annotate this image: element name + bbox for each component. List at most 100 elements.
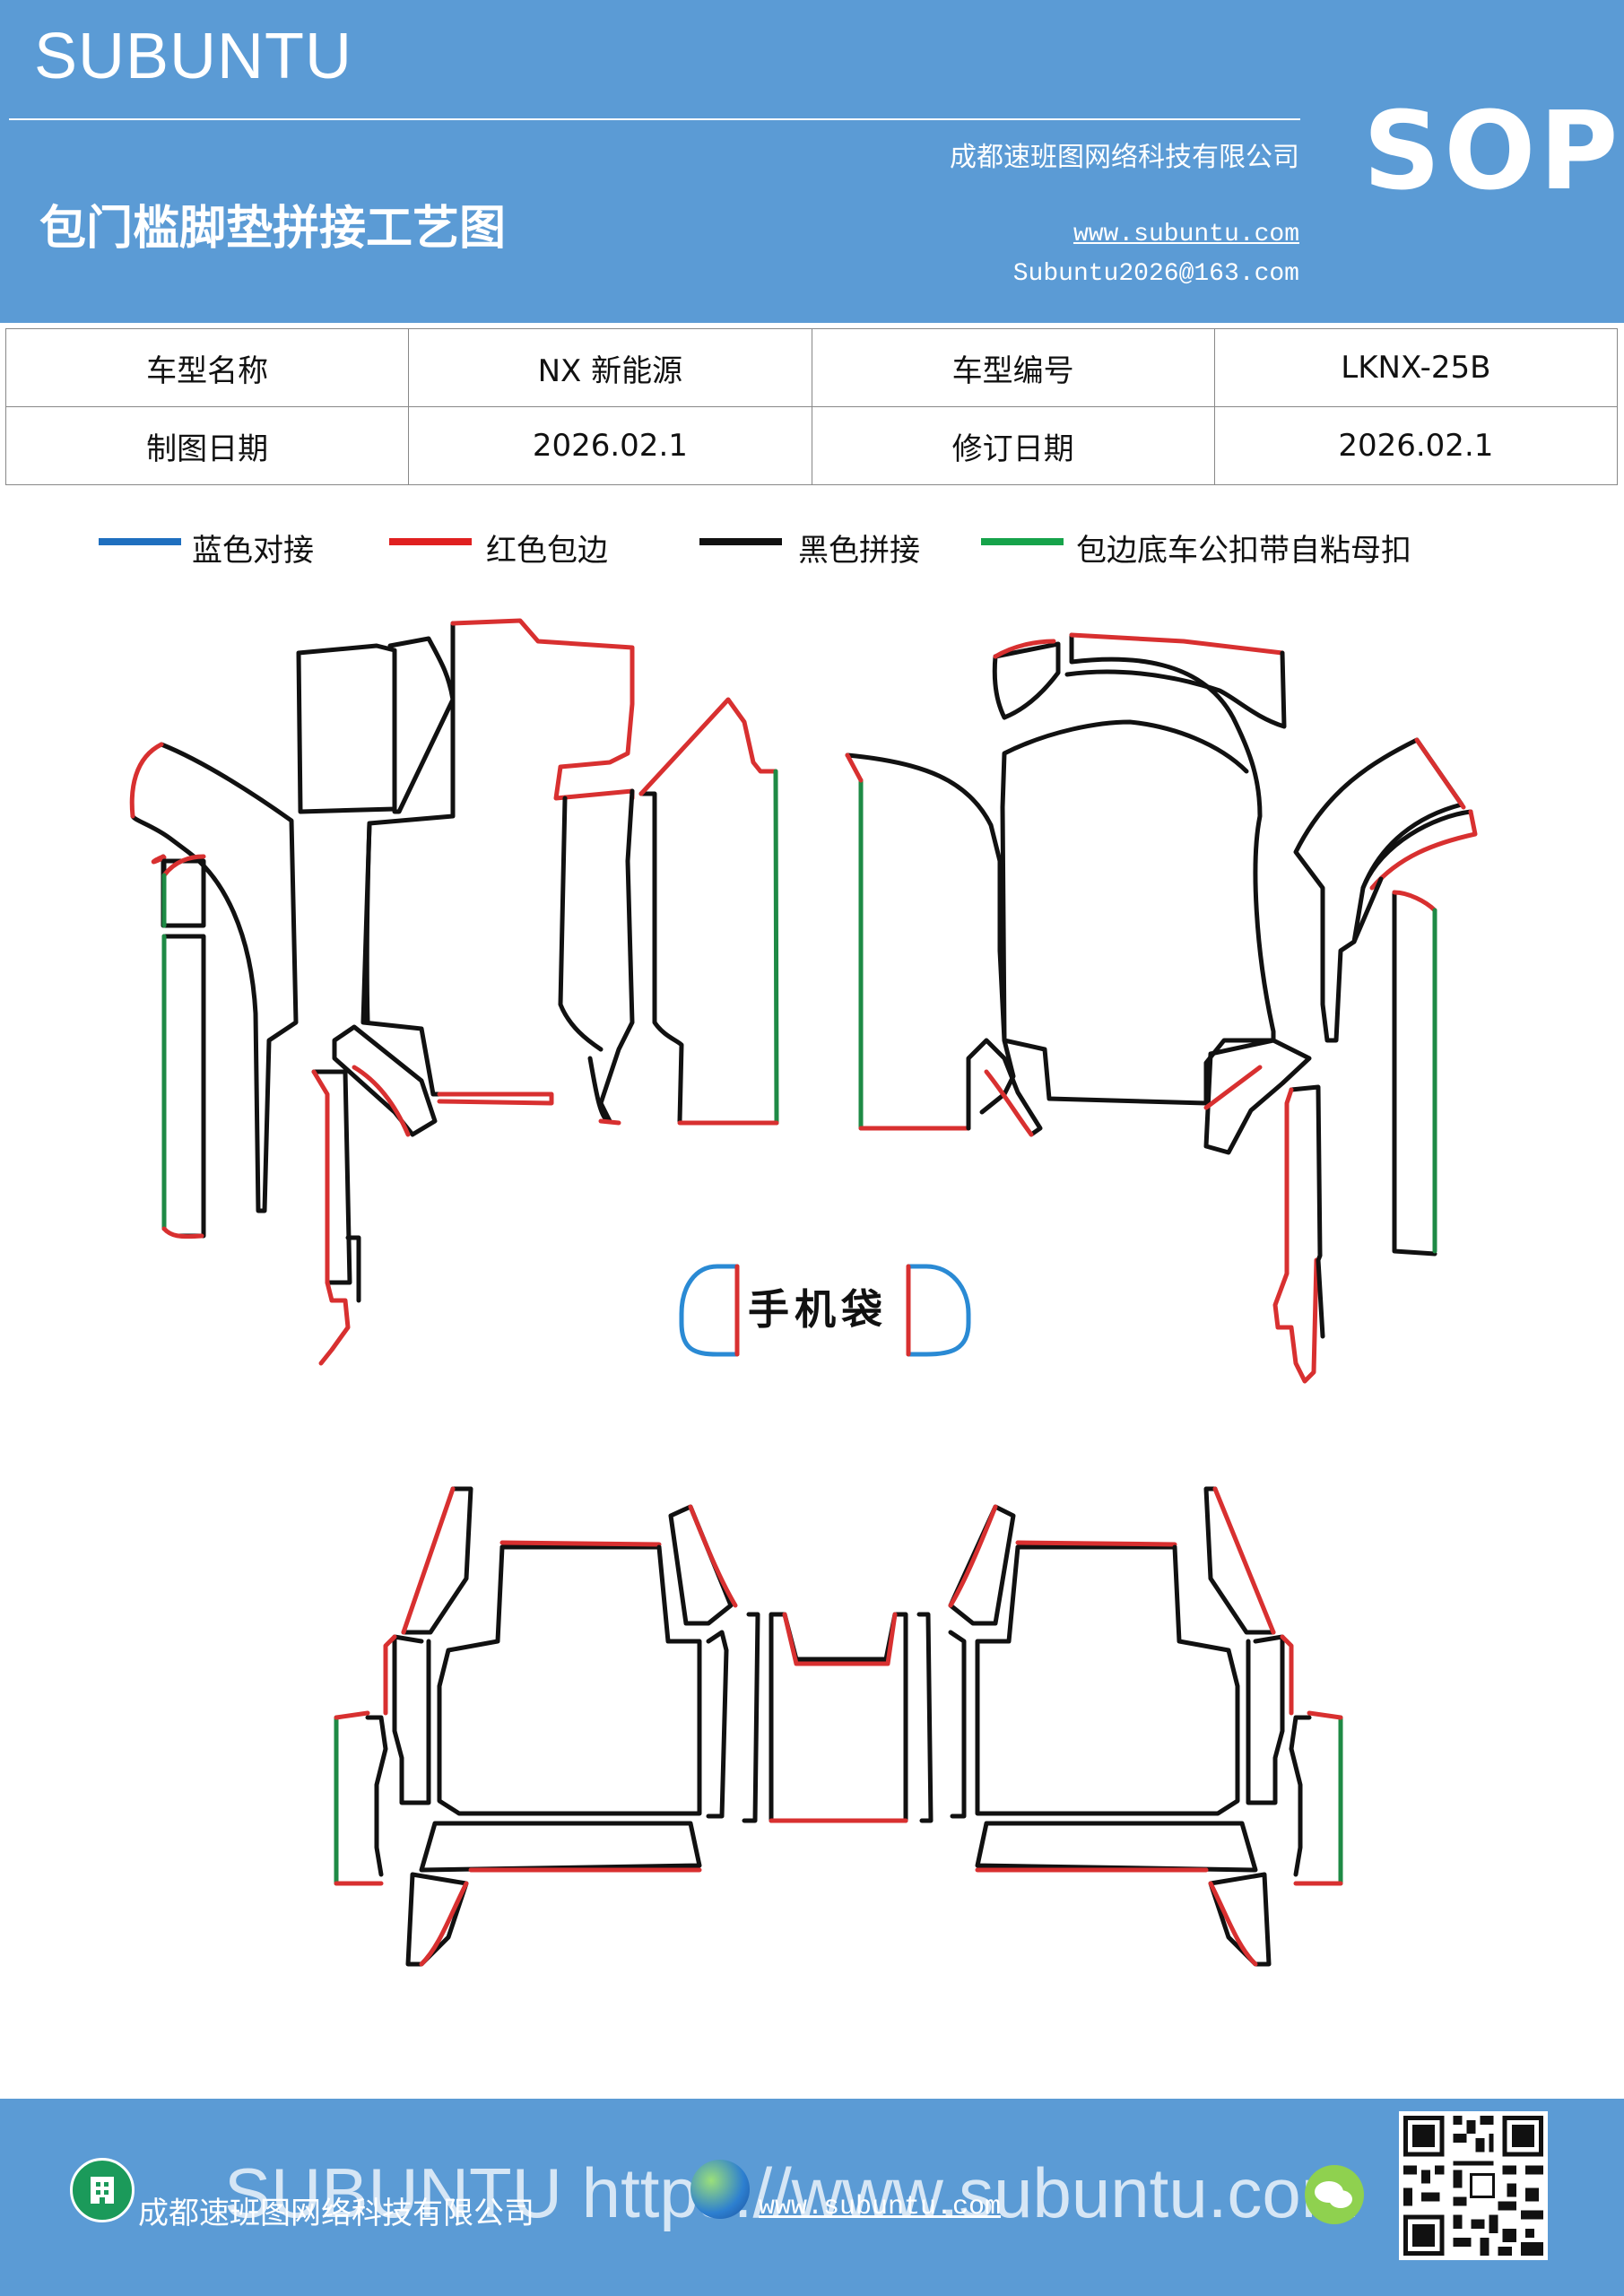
mat-edge-red xyxy=(450,618,635,801)
mat-edge-red xyxy=(1212,1486,1276,1635)
building-icon xyxy=(70,2158,135,2222)
mat-piece xyxy=(387,636,456,814)
mat-edge-red xyxy=(1414,737,1466,810)
value-model-name: NX 新能源 xyxy=(408,328,812,407)
mat-piece xyxy=(364,821,372,1025)
mat-edge-red xyxy=(948,1504,998,1608)
mat-edge-red xyxy=(161,1226,204,1239)
mat-piece xyxy=(975,1821,1258,1873)
footer-company-name: 成都速班图网络科技有限公司 xyxy=(138,2196,534,2231)
value-revision-date: 2026.02.1 xyxy=(1213,406,1619,485)
mat-piece xyxy=(1203,1038,1312,1155)
table-row: 制图日期 2026.02.1 修订日期 2026.02.1 xyxy=(4,406,1619,485)
mat-piece xyxy=(966,1038,1043,1137)
label-model-code: 车型编号 xyxy=(811,328,1215,407)
mat-piece xyxy=(1289,1715,1312,1877)
mat-piece xyxy=(345,1235,361,1303)
mat-edge-red xyxy=(688,1504,738,1608)
mat-piece xyxy=(948,1630,967,1819)
table-row: 车型名称 NX 新能源 车型编号 LKNX-25B xyxy=(4,328,1619,407)
mat-piece xyxy=(742,1612,760,1823)
rear-mat-group xyxy=(334,1486,1343,1967)
mat-piece xyxy=(1208,1872,1272,1967)
footer-watermark: SUBUNTU https://www.subuntu.com xyxy=(224,2153,1359,2232)
label-revision-date: 修订日期 xyxy=(811,406,1215,485)
footer-website-link[interactable]: www.subuntu.com xyxy=(759,2192,1002,2222)
mat-piece xyxy=(916,1612,934,1823)
mat-piece xyxy=(558,796,604,1052)
mat-piece xyxy=(311,1069,352,1285)
mat-piece xyxy=(392,1634,431,1805)
wechat-icon xyxy=(1305,2165,1364,2224)
company-name: 成都速班图网络科技有限公司 xyxy=(950,142,1299,173)
mat-edge-red xyxy=(845,752,864,783)
footer-banner: SUBUNTU https://www.subuntu.com 成都速班图网络科… xyxy=(0,2099,1624,2296)
legend-swatch-black xyxy=(699,538,782,545)
mat-edge-red xyxy=(334,1710,370,1720)
mat-edge-red xyxy=(1015,1540,1177,1547)
mat-edge-red xyxy=(993,639,1056,659)
header-banner: SUBUNTU SOP 成都速班图网络科技有限公司 包门槛脚垫拼接工艺图 www… xyxy=(0,0,1624,323)
mat-edge-red xyxy=(1272,1087,1319,1384)
mat-edge-red xyxy=(1369,809,1478,891)
legend-label-green: 包边底车公扣带自粘母扣 xyxy=(1076,533,1411,569)
sop-badge: SOP xyxy=(1363,90,1622,214)
mat-piece xyxy=(130,742,299,1213)
phone-pocket-group xyxy=(679,1264,971,1357)
mat-piece xyxy=(332,1024,438,1137)
mat-edge-red xyxy=(598,1118,621,1126)
mat-edge-red xyxy=(1208,1881,1258,1967)
mat-piece xyxy=(1064,650,1287,729)
mat-piece xyxy=(975,1544,1240,1816)
mat-edge-red xyxy=(383,1634,397,1716)
mat-piece xyxy=(296,643,397,814)
label-draw-date: 制图日期 xyxy=(4,406,410,485)
mat-piece xyxy=(598,788,635,1124)
mat-piece xyxy=(1316,1257,1325,1339)
mat-piece xyxy=(1392,890,1437,1257)
globe-icon xyxy=(690,2160,750,2219)
mat-edge-red xyxy=(1069,632,1285,656)
mat-piece xyxy=(161,934,206,1239)
legend-label-blue: 蓝色对接 xyxy=(192,533,314,569)
value-draw-date: 2026.02.1 xyxy=(408,406,812,485)
front-left-mat-group xyxy=(129,618,779,1366)
front-right-mat-group xyxy=(845,632,1478,1384)
mat-edge-red xyxy=(129,742,164,819)
qr-code-icon xyxy=(1399,2111,1548,2260)
label-model-name: 车型名称 xyxy=(4,328,410,407)
mat-edge-red xyxy=(1203,1065,1263,1110)
mat-piece xyxy=(365,1715,388,1877)
mat-piece xyxy=(419,1821,702,1873)
mat-edge-red xyxy=(984,1069,1034,1137)
mat-edge-red xyxy=(437,1091,554,1106)
mat-piece xyxy=(992,641,1061,720)
mat-piece xyxy=(845,752,1016,1115)
mat-piece xyxy=(668,1504,734,1626)
mat-piece xyxy=(948,1504,1016,1626)
mat-edge-red xyxy=(1280,1634,1294,1716)
mat-edge-red xyxy=(401,1486,456,1635)
color-legend: 蓝色对接 红色包边 黑色拼接 包边底车公扣带自粘母扣 xyxy=(0,526,1624,570)
mat-edge-red xyxy=(151,854,167,865)
mat-splicing-diagram xyxy=(129,618,1478,1967)
website-link[interactable]: www.subuntu.com xyxy=(1073,221,1299,248)
mat-piece xyxy=(1000,632,1276,1106)
mat-piece xyxy=(1289,1084,1323,1263)
mat-edge-red xyxy=(782,1612,898,1666)
vehicle-info-table: 车型名称 NX 新能源 车型编号 LKNX-25B 制图日期 2026.02.1… xyxy=(4,328,1619,485)
legend-swatch-blue xyxy=(99,538,181,545)
value-model-code: LKNX-25B xyxy=(1213,328,1619,407)
mat-piece xyxy=(1360,809,1473,891)
page-title: 包门槛脚垫拼接工艺图 xyxy=(39,201,507,256)
mat-piece xyxy=(1203,1486,1276,1635)
mat-piece xyxy=(405,1872,469,1967)
mat-piece xyxy=(1246,1634,1285,1805)
mat-edge-red xyxy=(419,1881,469,1967)
pocket-left-blue xyxy=(679,1264,740,1357)
mat-piece xyxy=(638,791,684,1124)
email-address: Subuntu2026@163.com xyxy=(1012,260,1299,288)
phone-pocket-label: 手机袋 xyxy=(748,1285,888,1334)
mat-piece xyxy=(401,1486,473,1635)
mat-piece xyxy=(1351,876,1384,944)
